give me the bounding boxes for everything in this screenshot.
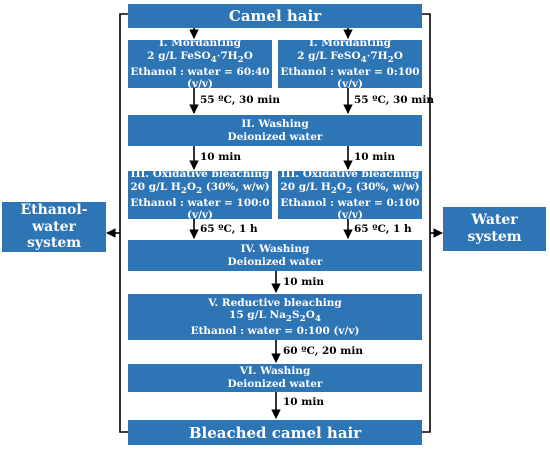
- mordanting-right-ratio: Ethanol : water = 0:100 (v/v): [280, 65, 420, 91]
- washing-ii-box: II. Washing Deionized water: [128, 115, 422, 146]
- washing-vi-medium: Deionized water: [227, 378, 323, 390]
- mordanting-right-box: I. Mordanting 2 g/L FeSO4·7H2O Ethanol :…: [278, 37, 422, 91]
- oxidative-left-ratio: Ethanol : water = 100:0 (v/v): [130, 196, 270, 222]
- washing-iv-box: IV. Washing Deionized water: [128, 240, 422, 271]
- condition-wash2-right: 10 min: [354, 151, 396, 163]
- reductive-bleaching-box: V. Reductive bleaching 15 g/L Na2S2O4 Et…: [128, 294, 422, 340]
- reductive-ratio: Ethanol : water = 0:100 (v/v): [190, 324, 360, 337]
- bleached-camel-hair-label: Bleached camel hair: [188, 423, 362, 442]
- ethanol-water-system-box: Ethanol-water system: [2, 202, 106, 252]
- bleached-camel-hair-box: Bleached camel hair: [128, 420, 422, 445]
- condition-ox-right: 65 ºC, 1 h: [354, 223, 412, 235]
- camel-hair-box: Camel hair: [128, 4, 422, 28]
- oxidative-right-title: III. Oxidative bleaching: [280, 168, 420, 181]
- mordanting-left-title: I. Mordanting: [159, 37, 241, 50]
- condition-mordant-left: 55 ºC, 30 min: [200, 94, 281, 106]
- reductive-title: V. Reductive bleaching: [208, 296, 342, 309]
- right-frame-line: [422, 13, 431, 433]
- oxidative-right-ratio: Ethanol : water = 0:100 (v/v): [280, 196, 420, 222]
- reductive-reagent: 15 g/L Na2S2O4: [229, 309, 321, 325]
- condition-ox-left: 65 ºC, 1 h: [200, 223, 258, 235]
- washing-vi-box: VI. Washing Deionized water: [128, 364, 422, 392]
- condition-wash2-left: 10 min: [200, 151, 242, 163]
- water-system-label: Water system: [467, 212, 522, 245]
- washing-iv-medium: Deionized water: [227, 255, 323, 268]
- camel-hair-label: Camel hair: [228, 7, 322, 25]
- oxidative-left-reagent: 20 g/L H2O2 (30%, w/w): [130, 180, 270, 196]
- mordanting-left-ratio: Ethanol : water = 60:40 (v/v): [130, 65, 270, 91]
- ethanol-water-system-line1: Ethanol-water: [20, 201, 88, 235]
- left-frame-line: [119, 13, 128, 433]
- washing-ii-title: II. Washing: [241, 117, 309, 130]
- mordanting-left-reagent: 2 g/L FeSO4·7H2O: [147, 49, 253, 65]
- mordanting-right-title: I. Mordanting: [309, 37, 391, 50]
- mordanting-right-reagent: 2 g/L FeSO4·7H2O: [297, 49, 403, 65]
- oxidative-right-reagent: 20 g/L H2O2 (30%, w/w): [280, 180, 420, 196]
- condition-wash4: 10 min: [283, 276, 325, 288]
- condition-reduct: 60 ºC, 20 min: [283, 345, 364, 357]
- mordanting-left-box: I. Mordanting 2 g/L FeSO4·7H2O Ethanol :…: [128, 37, 272, 91]
- oxidative-left-box: III. Oxidative bleaching 20 g/L H2O2 (30…: [128, 168, 272, 222]
- ethanol-water-system-line2: system: [26, 235, 82, 252]
- oxidative-right-box: III. Oxidative bleaching 20 g/L H2O2 (30…: [278, 168, 422, 222]
- washing-vi-title: VI. Washing: [239, 365, 311, 378]
- water-system-box: Water system: [443, 207, 546, 251]
- washing-ii-medium: Deionized water: [227, 130, 323, 143]
- condition-mordant-right: 55 ºC, 30 min: [354, 94, 435, 106]
- washing-iv-title: IV. Washing: [240, 242, 310, 255]
- condition-wash6: 10 min: [283, 396, 325, 408]
- oxidative-left-title: III. Oxidative bleaching: [130, 168, 270, 181]
